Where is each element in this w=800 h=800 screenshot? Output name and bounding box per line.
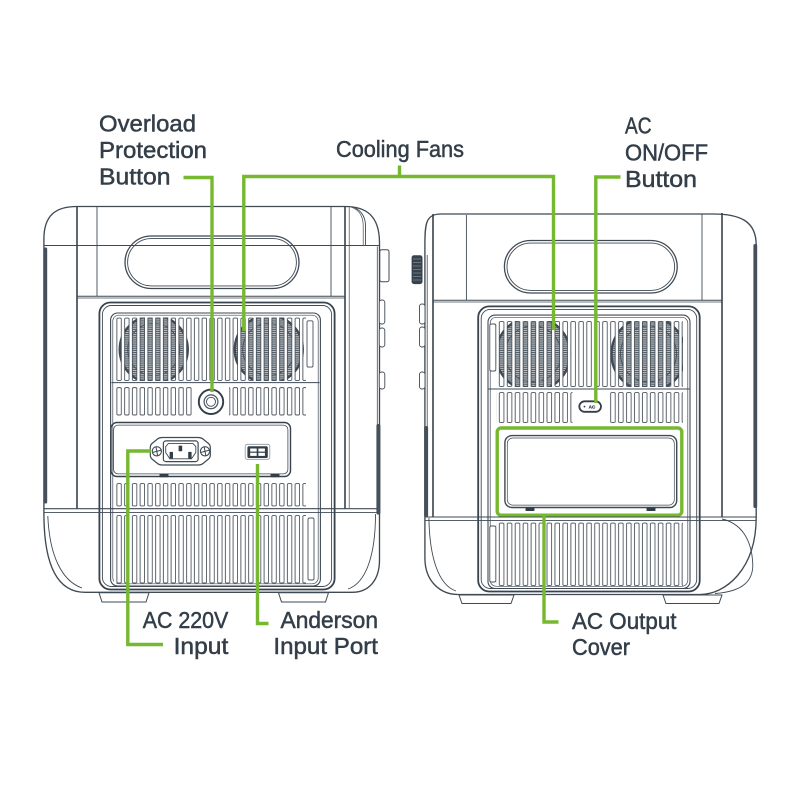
- svg-text:AC: AC: [625, 113, 652, 139]
- svg-text:Input: Input: [174, 633, 229, 659]
- svg-text:Anderson: Anderson: [281, 607, 379, 633]
- svg-text:Input Port: Input Port: [273, 633, 378, 659]
- svg-text:Button: Button: [99, 164, 171, 190]
- svg-text:AC 220V: AC 220V: [143, 607, 229, 633]
- svg-text:Protection: Protection: [99, 137, 207, 163]
- svg-text:AC Output: AC Output: [572, 608, 677, 634]
- svg-text:Overload: Overload: [99, 111, 196, 137]
- svg-text:Cover: Cover: [572, 634, 630, 660]
- svg-text:Button: Button: [625, 166, 697, 192]
- svg-text:ON/OFF: ON/OFF: [625, 140, 708, 166]
- svg-text:Cooling Fans: Cooling Fans: [336, 136, 464, 162]
- svg-text:AC: AC: [589, 404, 596, 409]
